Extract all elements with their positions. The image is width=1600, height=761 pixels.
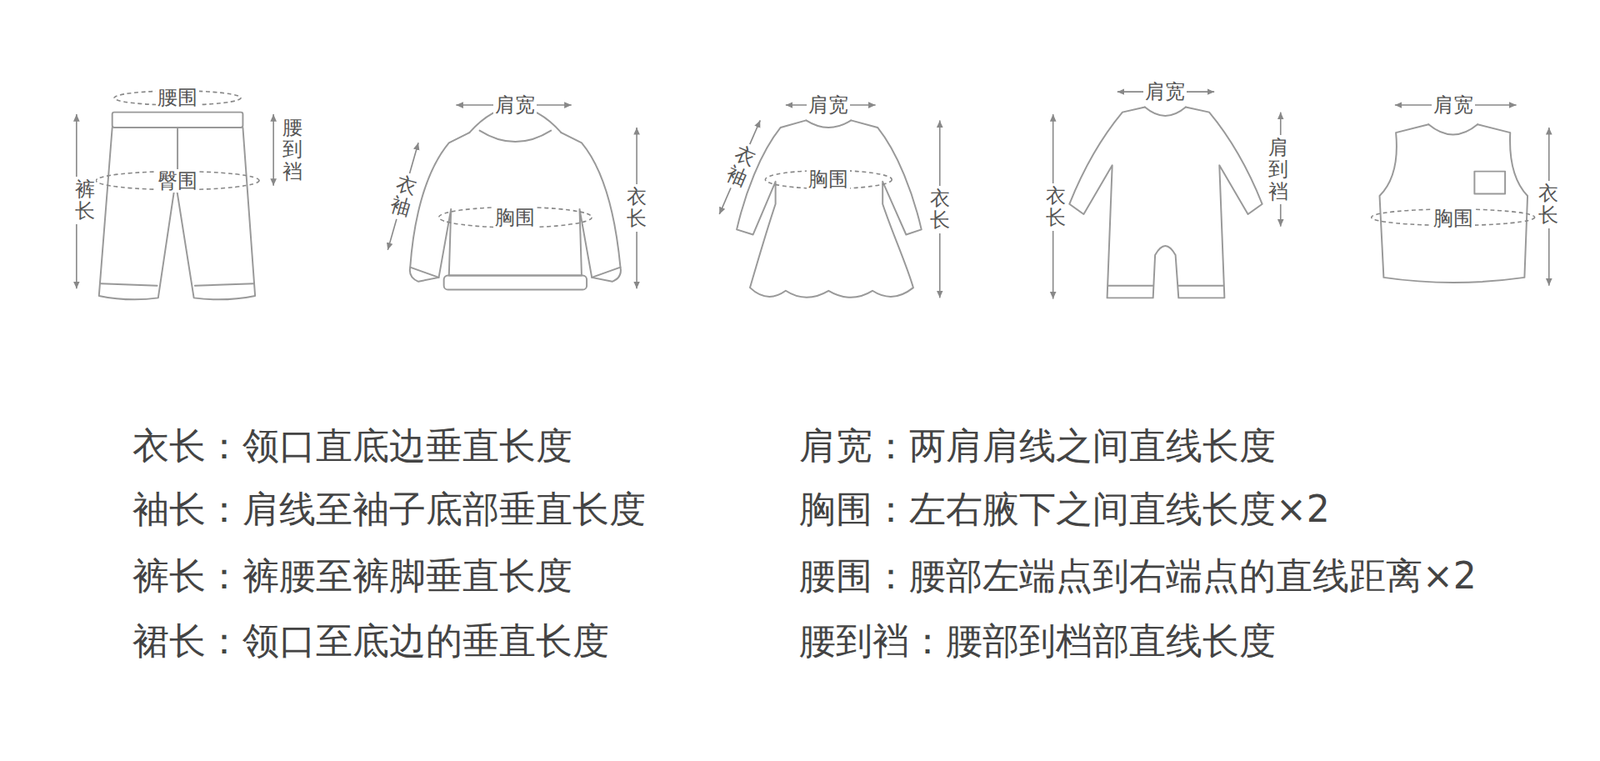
dimension-label: 衣长 xyxy=(929,185,951,234)
dimension-label: 衣长 xyxy=(1537,180,1560,229)
dimension-label: 腰到裆 xyxy=(281,115,304,185)
dimension-label: 肩宽 xyxy=(806,93,850,117)
dimension-label: 臀围 xyxy=(155,169,200,193)
dimension-label: 肩到裆 xyxy=(1267,135,1290,205)
definition-text: 裙长：领口至底边的垂直长度 xyxy=(132,619,610,664)
dimension-label: 肩宽 xyxy=(1431,93,1475,117)
dimension-label: 衣长 xyxy=(1045,183,1067,231)
definition-text: 腰到裆：腰部到档部直线长度 xyxy=(799,619,1276,664)
definition-text: 胸围：左右腋下之间直线长度×2 xyxy=(799,487,1330,532)
definition-text: 腰围：腰部左端点到右端点的直线距离×2 xyxy=(799,554,1477,599)
definition-text: 袖长：肩线至袖子底部垂直长度 xyxy=(132,487,646,532)
dimension-label: 衣袖 xyxy=(721,140,760,192)
dimension-label: 腰围 xyxy=(155,85,200,110)
dimension-label: 肩宽 xyxy=(493,93,537,117)
dimension-label: 胸围 xyxy=(493,205,537,230)
dimension-label: 胸围 xyxy=(806,167,850,191)
dimension-label: 肩宽 xyxy=(1143,80,1187,104)
dimension-label: 衣长 xyxy=(625,184,648,232)
dimension-label: 衣袖 xyxy=(386,170,421,223)
definition-text: 衣长：领口直底边垂直长度 xyxy=(132,424,573,469)
definition-text: 裤长：裤腰至裤脚垂直长度 xyxy=(132,554,573,599)
dimension-label: 裤长 xyxy=(74,176,96,225)
definition-text: 肩宽：两肩肩线之间直线长度 xyxy=(799,424,1276,469)
dimension-label: 胸围 xyxy=(1431,206,1475,230)
